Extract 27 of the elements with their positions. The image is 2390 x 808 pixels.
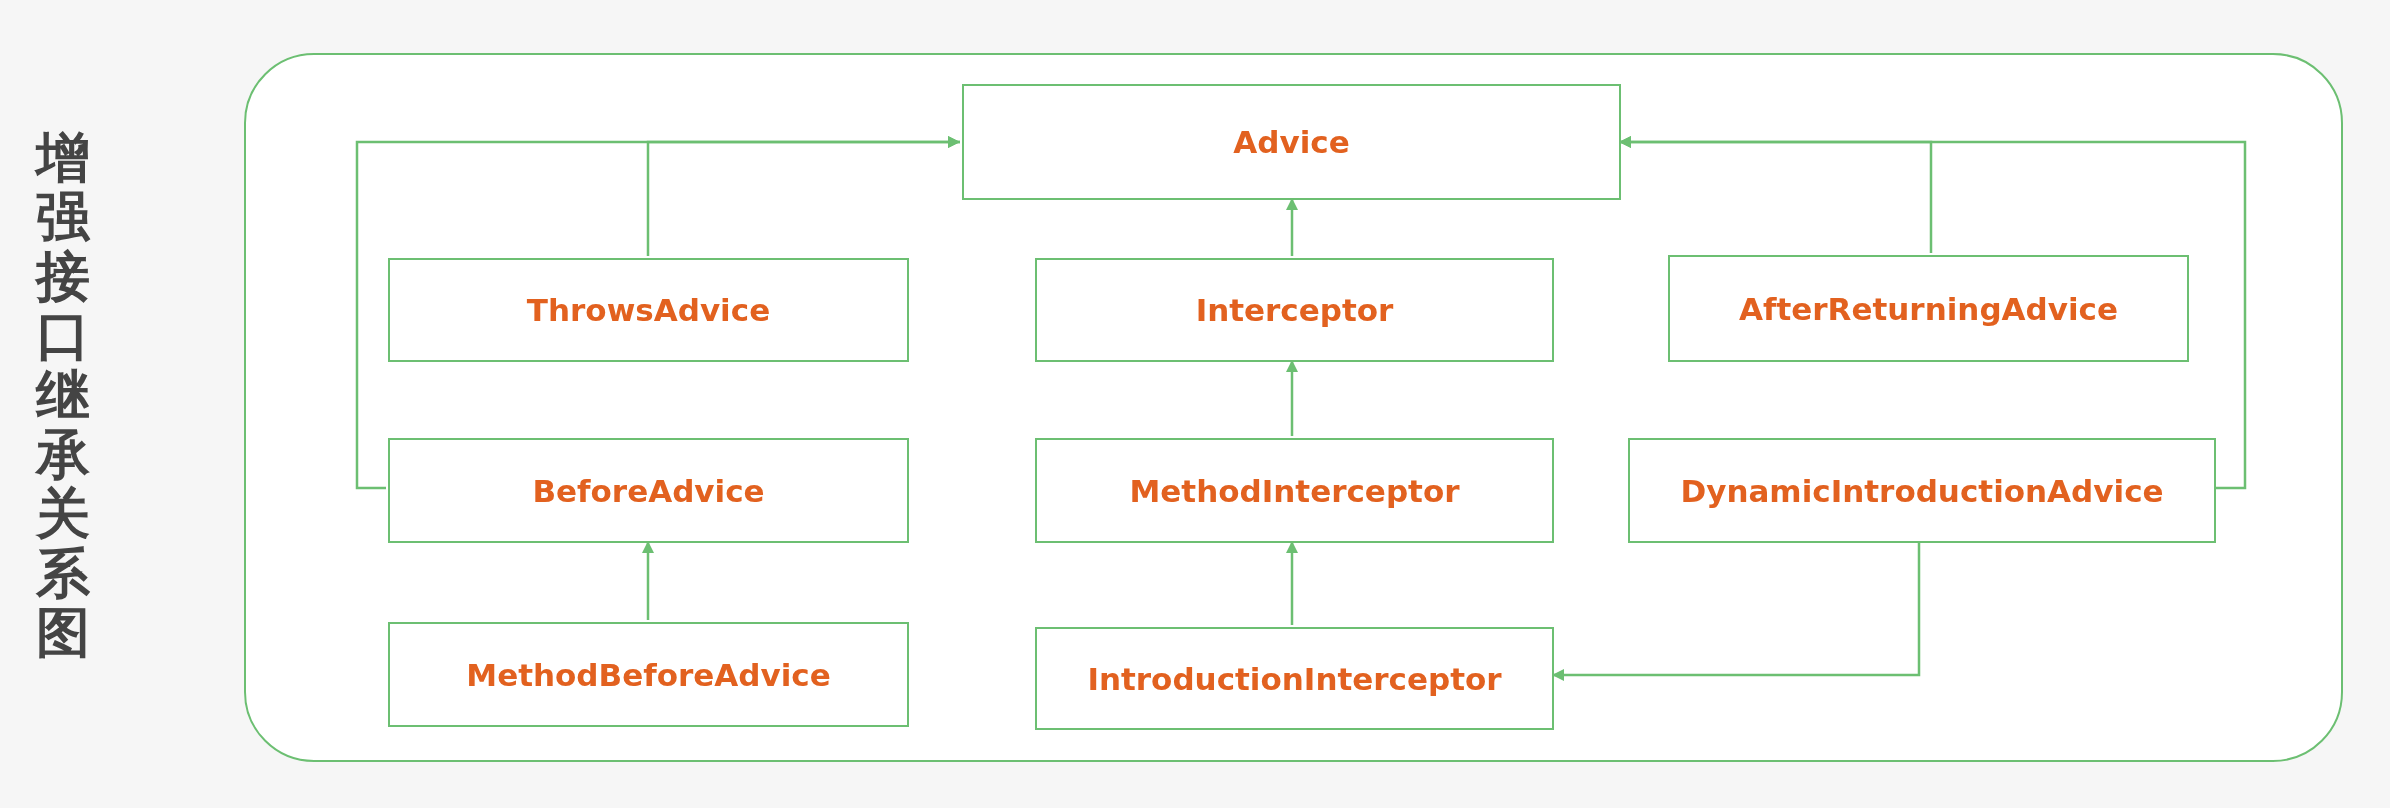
class-box bbox=[1668, 255, 2189, 362]
container-panel bbox=[244, 53, 2343, 762]
class-name: ThrowsAdvice bbox=[526, 292, 771, 328]
class-name: Interceptor bbox=[1195, 292, 1394, 328]
class-name: Advice bbox=[1233, 124, 1350, 160]
class-name: MethodInterceptor bbox=[1129, 472, 1460, 509]
class-box bbox=[388, 258, 909, 362]
arrow bbox=[1286, 541, 1298, 625]
class-box bbox=[1035, 258, 1554, 362]
class-name: MethodBeforeAdvice bbox=[466, 656, 831, 693]
class-box bbox=[962, 84, 1621, 200]
arrow bbox=[1286, 198, 1298, 256]
class-box bbox=[388, 622, 909, 727]
class-box bbox=[1035, 438, 1554, 543]
arrow bbox=[642, 541, 654, 620]
class-name: IntroductionInterceptor bbox=[1087, 660, 1502, 697]
vertical-title: 增强接口继承关系图 bbox=[36, 128, 90, 663]
arrow bbox=[1552, 541, 1921, 681]
class-box bbox=[1035, 627, 1554, 730]
class-name: BeforeAdvice bbox=[532, 472, 765, 509]
arrow bbox=[1619, 136, 2247, 490]
class-box bbox=[388, 438, 909, 543]
class-name: AfterReturningAdvice bbox=[1738, 290, 2119, 327]
arrow bbox=[355, 136, 960, 490]
arrow bbox=[1286, 360, 1298, 436]
class-name: DynamicIntroductionAdvice bbox=[1680, 472, 2164, 509]
class-box bbox=[1628, 438, 2216, 543]
